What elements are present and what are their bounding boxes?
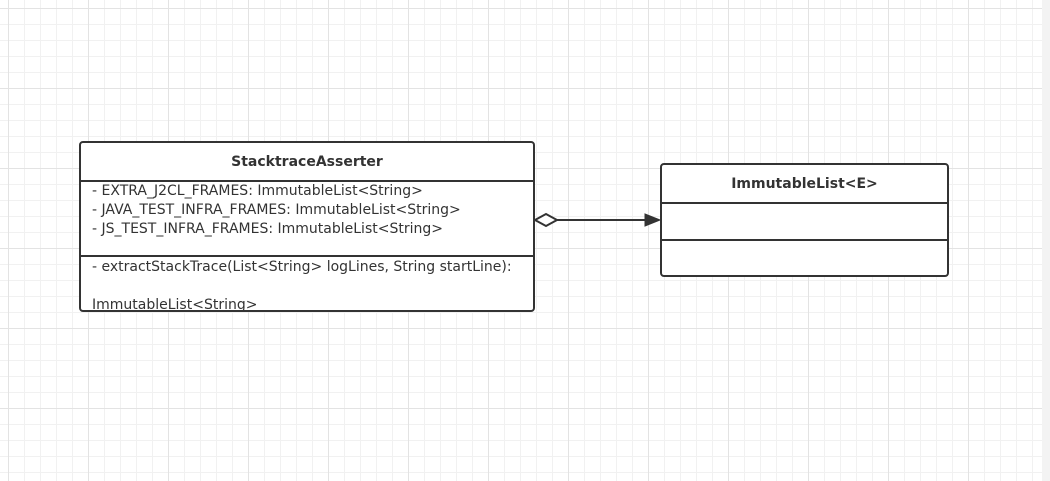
attribute: - JS_TEST_INFRA_FRAMES: ImmutableList<St…	[92, 221, 443, 237]
attribute: - JAVA_TEST_INFRA_FRAMES: ImmutableList<…	[92, 202, 461, 218]
attribute: - EXTRA_J2CL_FRAMES: ImmutableList<Strin…	[92, 183, 423, 199]
attributes-section	[662, 204, 947, 241]
operations-section: - extractStackTrace(List<String> logLine…	[81, 257, 533, 312]
operations-section	[662, 241, 947, 275]
class-name: ImmutableList<E>	[662, 165, 947, 204]
class-box-immutable-list[interactable]: ImmutableList<E>	[660, 163, 949, 277]
class-name: StacktraceAsserter	[81, 143, 533, 182]
canvas-scrollbar-track[interactable]	[1042, 0, 1050, 481]
attributes-section: - EXTRA_J2CL_FRAMES: ImmutableList<Strin…	[81, 182, 533, 257]
operation-blank-line	[92, 277, 533, 296]
aggregation-diamond	[532, 212, 560, 228]
class-box-stacktrace-asserter[interactable]: StacktraceAsserter - EXTRA_J2CL_FRAMES: …	[79, 141, 535, 312]
operation-return-type: ImmutableList<String>	[92, 297, 258, 312]
arrow-head	[644, 213, 662, 227]
operation: - extractStackTrace(List<String> logLine…	[92, 259, 512, 275]
